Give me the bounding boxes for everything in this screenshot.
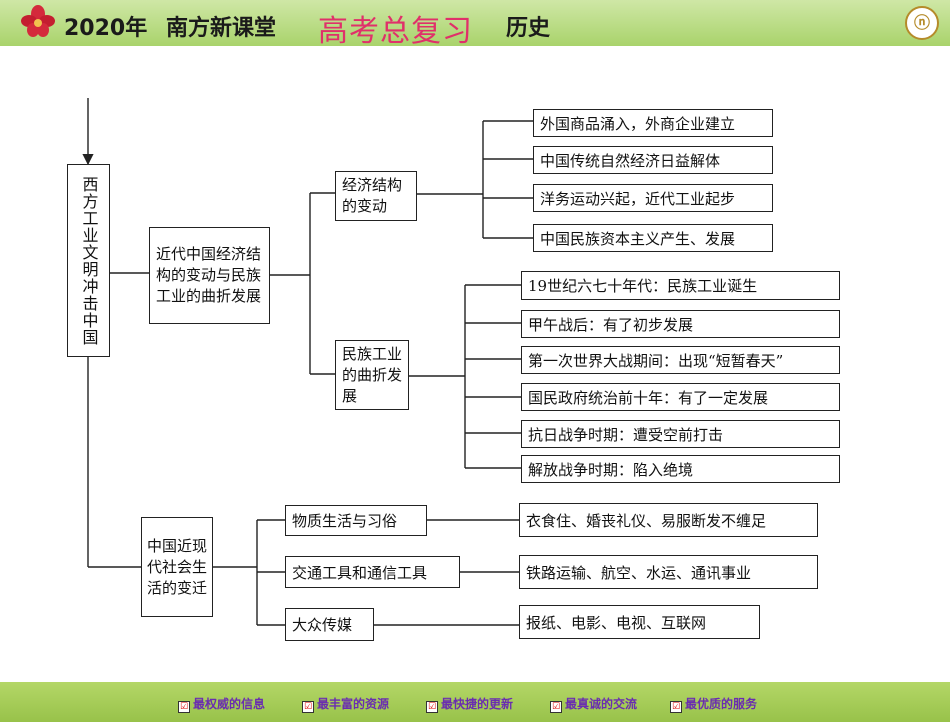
social-life-label-2: 交通工具和通信工具 [285,556,460,588]
checkbox-icon: ☑ [178,701,190,713]
industry-stage-1: 19世纪六七十年代：民族工业诞生 [521,271,840,300]
publisher-logo-text: ⓝ [913,13,930,32]
footer-item-label: 最真诚的交流 [565,697,638,711]
industry-stage-5: 抗日战争时期：遭受空前打击 [521,420,840,448]
footer-item-2: ☑最丰富的资源 [302,695,390,713]
social-life-detail-3: 报纸、电影、电视、互联网 [519,605,760,639]
branch-b-node: 中国近现代社会生活的变迁 [141,517,213,617]
footer-item-label: 最权威的信息 [193,697,266,711]
social-life-detail-1: 衣食住、婚丧礼仪、易服断发不缠足 [519,503,818,537]
economic-item-2: 中国传统自然经济日益解体 [533,146,773,174]
industry-stage-2: 甲午战后：有了初步发展 [521,310,840,338]
header-course-title: 高考总复习 [318,14,473,49]
social-life-label-3: 大众传媒 [285,608,374,641]
industry-stage-4: 国民政府统治前十年：有了一定发展 [521,383,840,411]
footer-item-1: ☑最权威的信息 [178,695,266,713]
checkbox-icon: ☑ [302,701,314,713]
footer-item-label: 最丰富的资源 [317,697,390,711]
footer-item-5: ☑最优质的服务 [670,695,758,713]
header-banner: 2020年 南方新课堂 高考总复习 历史 ⓝ [0,0,950,49]
national-industry-node: 民族工业的曲折发展 [335,340,409,410]
checkbox-icon: ☑ [550,701,562,713]
root-node: 西方工业文明冲击中国 [67,164,110,357]
checkbox-icon: ☑ [670,701,682,713]
header-year: 2020年 [64,16,148,41]
header-subject: 历史 [506,16,551,41]
social-life-label-1: 物质生活与习俗 [285,505,427,536]
checkbox-icon: ☑ [426,701,438,713]
footer-item-3: ☑最快捷的更新 [426,695,514,713]
flower-logo-icon [21,5,55,37]
economic-item-4: 中国民族资本主义产生、发展 [533,224,773,252]
footer-banner: ☑最权威的信息 ☑最丰富的资源 ☑最快捷的更新 ☑最真诚的交流 ☑最优质的服务 [0,682,950,722]
economic-structure-node: 经济结构的变动 [335,171,417,221]
social-life-detail-2: 铁路运输、航空、水运、通讯事业 [519,555,818,589]
footer-item-label: 最优质的服务 [685,697,758,711]
branch-a-node: 近代中国经济结构的变动与民族工业的曲折发展 [149,227,270,324]
industry-stage-6: 解放战争时期：陷入绝境 [521,455,840,483]
economic-item-1: 外国商品涌入，外商企业建立 [533,109,773,137]
header-brand: 南方新课堂 [166,16,277,41]
economic-item-3: 洋务运动兴起，近代工业起步 [533,184,773,212]
industry-stage-3: 第一次世界大战期间：出现“短暂春天” [521,346,840,374]
publisher-logo-icon: ⓝ [905,6,939,40]
footer-item-label: 最快捷的更新 [441,697,514,711]
footer-item-4: ☑最真诚的交流 [550,695,638,713]
